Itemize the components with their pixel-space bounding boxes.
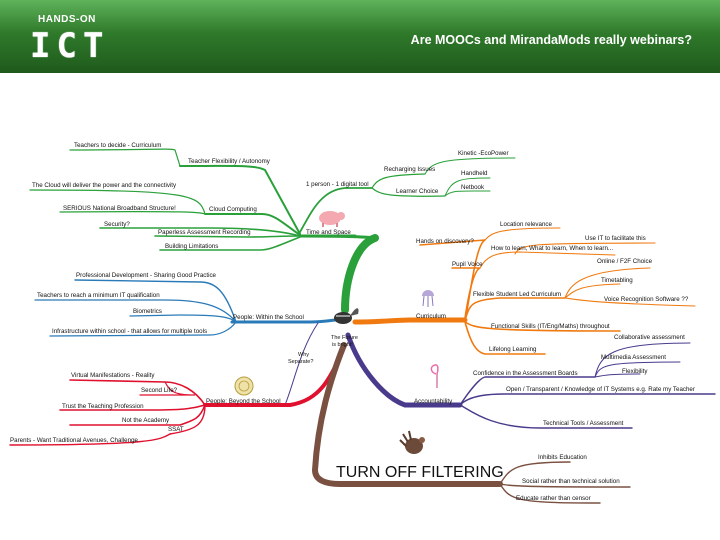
branch-filtering: TURN OFF FILTERING [336, 464, 504, 481]
node-how-to-learn: How to learn, What to learn, When to lea… [491, 245, 613, 252]
node-virtual: Virtual Manifestations - Reality [71, 372, 155, 379]
branch-accountability: Accountability [414, 398, 453, 405]
skunk-icon [334, 308, 359, 324]
why-separate-line2: Separate? [288, 359, 313, 365]
node-location: Location relevance [500, 221, 553, 228]
header-banner: HANDS-ON ICT Are MOOCs and MirandaMods r… [0, 0, 720, 73]
node-hands-on: Hands on discovery? [416, 238, 474, 245]
node-second-life: Second Life? [141, 387, 178, 394]
branch-curriculum: Curriculum [416, 313, 446, 320]
node-recharging: Recharging Issues [384, 166, 435, 173]
node-learner-choice: Learner Choice [396, 188, 439, 195]
node-confidence: Confidence in the Assessment Boards [473, 370, 578, 377]
branch-people-within: People: Within the School [233, 314, 304, 321]
node-multimedia: Multimedia Assessment [601, 354, 666, 361]
node-lifelong: Lifelong Learning [489, 346, 537, 353]
node-min-it: Teachers to reach a minimum IT qualifica… [37, 292, 160, 299]
why-separate-line1: Why [298, 352, 309, 358]
node-voice-recognition: Voice Recognition Software ?? [604, 296, 689, 303]
turkey-icon [399, 430, 425, 454]
node-technical: Technical Tools / Assessment [543, 420, 624, 427]
node-social: Social rather than technical solution [522, 478, 620, 485]
node-teacher-flex: Teacher Flexibility / Autonomy [188, 158, 271, 165]
node-online: Online / F2F Choice [597, 258, 653, 265]
node-pupil-voice: Pupil Voice [452, 261, 483, 268]
node-ssat: SSAT [168, 426, 184, 433]
node-biometrics: Biometrics [133, 308, 162, 315]
node-inhibits: Inhibits Education [538, 454, 587, 461]
center-topic-line1: The Future [331, 335, 358, 341]
node-building-limits: Building Limitations [165, 243, 218, 250]
logo-top-text: HANDS-ON [38, 14, 96, 25]
branch-people-beyond: People: Beyond the School [206, 398, 281, 405]
node-use-it: Use IT to facilitate this [585, 235, 646, 242]
node-parents: Parents - Want Traditional Avenues, Chal… [10, 437, 139, 444]
center-topic-line2: is bright! [332, 342, 353, 348]
node-netbook: Netbook [461, 184, 485, 191]
node-collab: Collaborative assessment [614, 334, 685, 341]
slide-title: Are MOOCs and MirandaMods really webinar… [410, 33, 692, 47]
node-teachers-decide: Teachers to decide - Curriculum [74, 142, 161, 149]
node-trust: Trust the Teaching Profession [62, 403, 144, 410]
node-handheld: Handheld [461, 170, 488, 177]
node-security: Security? [104, 221, 130, 228]
logo-ict: ICT [30, 26, 110, 66]
node-cloud-power: The Cloud will deliver the power and the… [32, 182, 177, 189]
seal-icon [234, 376, 254, 396]
branch-time-and-space: Time and Space [306, 229, 351, 236]
node-paperless: Paperless Assessment Recording [158, 229, 251, 236]
node-serious-broadband: SERIOUS National Broadband Structure! [63, 205, 176, 212]
node-not-academy: Not the Academy [122, 417, 170, 424]
node-prof-dev: Professional Development - Sharing Good … [76, 272, 217, 279]
node-kinetic: Kinetic -EcoPower [458, 150, 509, 157]
node-flexibility: Flexibility [622, 368, 648, 375]
node-educate: Educate rather than censor [516, 495, 591, 502]
node-flexible: Flexible Student Led Curriculum [473, 291, 561, 298]
node-infrastructure: Infrastructure within school - that allo… [52, 328, 207, 335]
node-timetabling: Timetabling [601, 277, 633, 284]
jellyfish-icon [422, 290, 434, 307]
node-functional: Functional Skills (IT/Eng/Maths) through… [491, 323, 610, 330]
node-one-to-one: 1 person - 1 digital tool [306, 181, 369, 188]
flamingo-icon [430, 364, 439, 388]
pig-icon [319, 211, 345, 227]
node-open: Open / Transparent / Knowledge of IT Sys… [506, 386, 695, 393]
node-cloud-computing: Cloud Computing [209, 206, 257, 213]
